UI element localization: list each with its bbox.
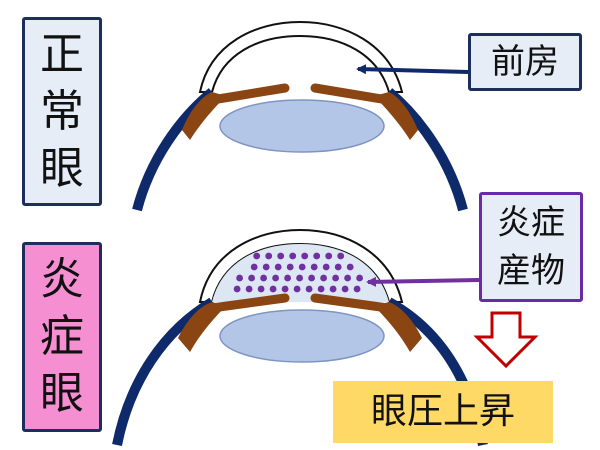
inflammatory-particle [346,263,354,271]
inflamed-iris-left [207,293,290,313]
inflammatory-particle [310,263,318,271]
inflammatory-particle [248,274,256,282]
inflammatory-particle [313,252,321,260]
normal-iris-left [207,83,290,105]
inflamed-ciliary-right [374,302,422,352]
inflammatory-particle [236,274,244,282]
inflamed-eye-label: 炎 症 眼 [22,242,102,432]
pressure-rise-text: 眼圧上昇 [370,391,515,432]
inflammatory-particle [301,252,309,260]
inflammatory-particle [274,263,282,271]
inflammatory-particle [320,274,327,282]
normal-lens [219,99,385,153]
inflammatory-particle [344,274,351,282]
inflammatory-particle [277,252,285,260]
normal-eye-char-1: 正 [40,28,84,80]
inflammatory-particle [308,274,315,282]
inflamed-eye-char-2: 症 [40,310,84,362]
inflammatory-particle [233,285,241,293]
inflamed-eye-char-1: 炎 [40,253,84,305]
inflammatory-particle [298,263,306,271]
inflamed-eye [112,228,488,446]
inflammatory-particle [353,285,361,293]
inflammatory-particle [322,263,330,271]
inflammatory-particle [265,252,273,260]
inflamed-lens [219,309,385,363]
inflammatory-particle [341,285,349,293]
chamber-arrow [356,64,469,75]
inflammatory-particle [356,274,363,282]
inflammatory-products-line-1: 炎症 [497,203,565,243]
inflammatory-particle [293,285,301,293]
inflammatory-particle [245,285,253,293]
inflammatory-particle [296,274,303,282]
products-arrow [366,276,480,287]
inflammatory-particle [317,285,325,293]
inflammatory-particle [289,252,297,260]
down-arrow-icon [473,311,539,369]
inflammatory-particle [332,274,339,282]
inflammatory-particles [233,252,363,293]
inflammatory-particle [262,263,270,271]
inflammatory-particle [325,252,333,260]
pressure-rise-label: 眼圧上昇 [333,381,553,443]
inflammatory-particle [286,263,294,271]
inflamed-eye-char-3: 眼 [40,368,84,420]
inflammatory-particle [260,274,267,282]
normal-eye-char-2: 常 [40,85,84,137]
inflamed-ciliary-left [178,302,226,352]
inflammatory-particle [334,263,342,271]
inflammatory-particle [253,252,261,260]
normal-cornea [198,20,404,93]
inflammatory-products-label: 炎症 産物 [479,192,583,302]
inflammatory-particle [281,285,289,293]
normal-eye [132,20,468,212]
inflamed-iris-right [310,293,393,313]
anterior-chamber-text: 前房 [491,42,559,82]
inflammatory-particle [337,252,345,260]
inflammatory-products-line-2: 産物 [497,251,565,291]
normal-iris-right [310,83,393,105]
inflammatory-particle [272,274,279,282]
inflammatory-particle [305,285,313,293]
inflammatory-particle [250,263,258,271]
inflammatory-particle [257,285,265,293]
inflammatory-particle [329,285,337,293]
inflammatory-particle [284,274,291,282]
anterior-chamber-label: 前房 [468,33,582,91]
normal-eye-label: 正 常 眼 [22,17,102,206]
normal-eye-char-3: 眼 [40,142,84,194]
inflammatory-particle [269,285,277,293]
